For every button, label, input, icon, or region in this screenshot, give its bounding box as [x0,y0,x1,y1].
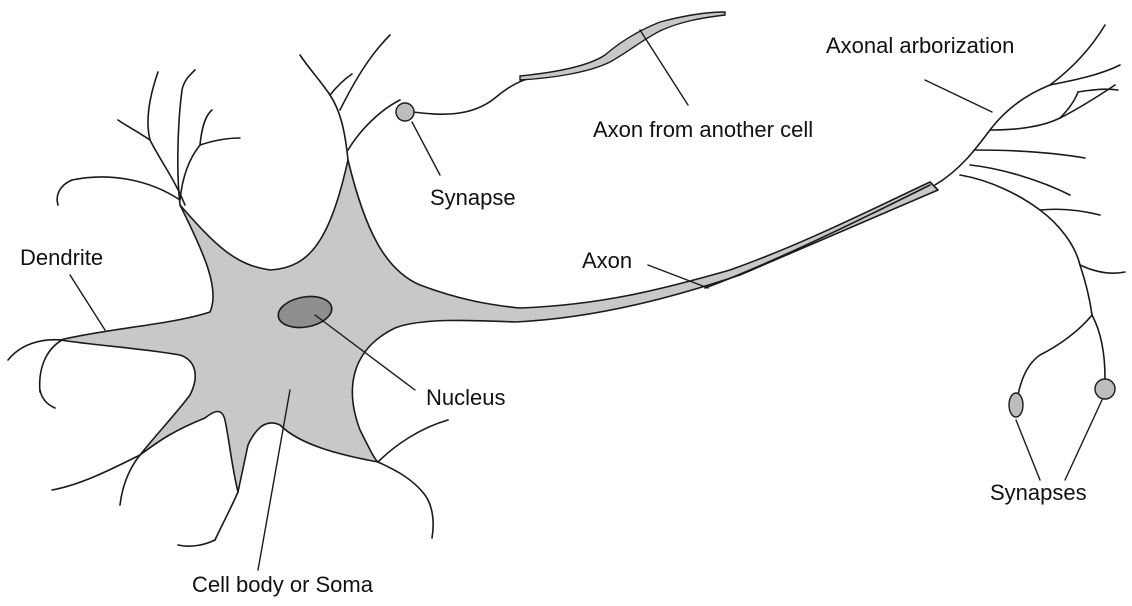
label-axon: Axon [582,248,632,273]
axonal-arborization [935,25,1125,417]
label-cell-body: Cell body or Soma [192,572,374,597]
label-synapses: Synapses [990,480,1087,505]
label-axon-from-another-cell: Axon from another cell [593,117,813,142]
label-dendrite: Dendrite [20,245,103,270]
label-synapse: Synapse [430,185,516,210]
label-axonal-arborization: Axonal arborization [826,33,1014,58]
synapse-bulb-left [1009,393,1023,417]
synapse-bulb-right [1095,379,1115,399]
incoming-axon [396,12,725,121]
label-nucleus: Nucleus [426,385,505,410]
synapse-bulb [396,103,414,121]
